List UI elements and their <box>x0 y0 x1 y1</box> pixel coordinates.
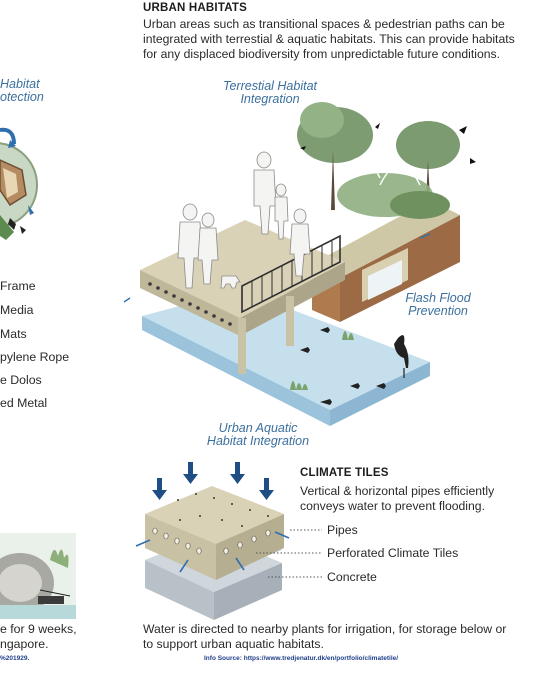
footer-text: Water is directed to nearby plants for i… <box>143 622 533 652</box>
left-list-item: Mats <box>0 327 27 341</box>
climate-tiles-description: Vertical & horizontal pipes efficiently … <box>300 484 520 514</box>
left-list-item: ed Metal <box>0 396 48 410</box>
terrestial-line-2: Integration <box>240 92 300 106</box>
terrestial-line-1: Terrestial Habitat <box>222 79 318 93</box>
left-habitat-diagram <box>0 127 38 240</box>
left-bottom-caption: e for 9 weeks, ngapore. <box>0 622 77 652</box>
left-source: %201929. <box>0 655 30 662</box>
footer-line-2: to support urban aquatic habitats. <box>143 637 324 652</box>
left-list-item: e Dolos <box>0 373 42 387</box>
urban-habitat-illustration <box>123 102 476 426</box>
left-bottom-line-2: ngapore. <box>0 637 49 651</box>
left-photo <box>0 533 76 619</box>
urban-line-3: for any displaced biodiversity from unpr… <box>143 47 501 62</box>
aquatic-line-1: Urban Aquatic <box>218 421 298 435</box>
legend-pipes: Pipes <box>327 523 358 537</box>
left-habitat-line-2: otection <box>0 90 44 104</box>
legend-perforated-tiles: Perforated Climate Tiles <box>327 546 459 560</box>
aquatic-habitat-label: Urban Aquatic Habitat Integration <box>198 422 318 448</box>
left-habitat-label: Habitat otection <box>0 78 44 104</box>
climate-tiles-heading: CLIMATE TILES <box>300 467 389 479</box>
urban-habitats-heading: URBAN HABITATS <box>143 2 247 14</box>
legend-concrete: Concrete <box>327 570 377 584</box>
flash-line-2: Prevention <box>408 304 468 318</box>
footer-line-1: Water is directed to nearby plants for i… <box>143 622 507 636</box>
climate-line-1: Vertical & horizontal pipes efficiently <box>300 484 495 498</box>
climate-line-2: conveys water to prevent flooding. <box>300 499 485 514</box>
aquatic-line-2: Habitat Integration <box>206 434 310 448</box>
terrestial-habitat-label: Terrestial Habitat Integration <box>214 80 326 106</box>
info-source: Info Source: https://www.tredjenatur.dk/… <box>204 655 399 662</box>
flash-flood-label: Flash Flood Prevention <box>393 292 483 318</box>
left-list-item: pylene Rope <box>0 350 70 364</box>
left-list-item: Frame <box>0 279 36 293</box>
urban-habitats-description: Urban areas such as transitional spaces … <box>143 17 533 63</box>
urban-line-2: integrated with terrestial & aquatic hab… <box>143 32 515 47</box>
climate-tile-illustration <box>135 462 322 620</box>
left-list-item: Media <box>0 303 34 317</box>
left-habitat-line-1: Habitat <box>0 77 40 91</box>
flash-line-1: Flash Flood <box>405 291 471 305</box>
urban-line-1: Urban areas such as transitional spaces … <box>143 17 505 31</box>
left-bottom-line-1: e for 9 weeks, <box>0 622 77 636</box>
